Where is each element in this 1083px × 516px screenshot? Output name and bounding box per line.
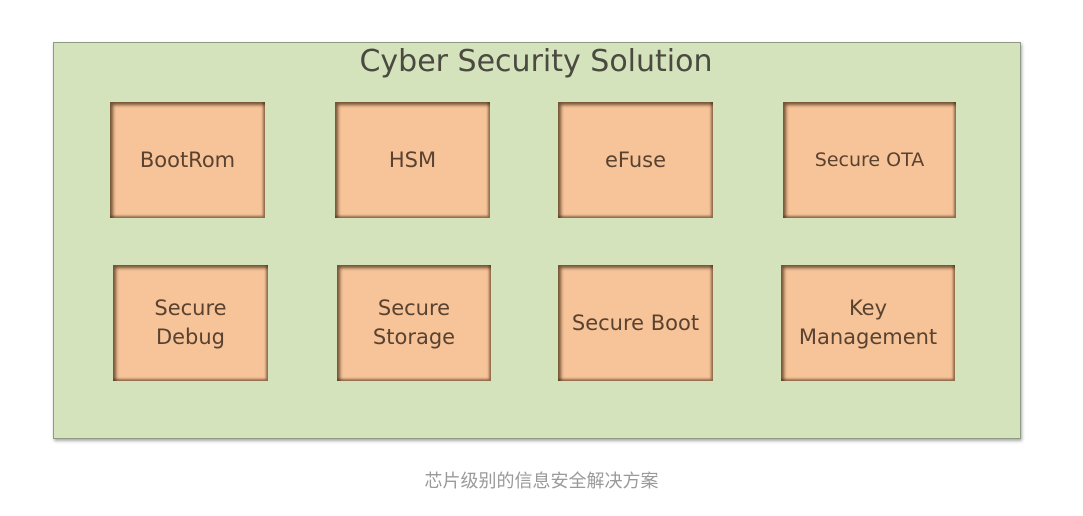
diagram-title: Cyber Security Solution <box>359 44 713 79</box>
box-efuse: eFuse <box>558 102 713 218</box>
box-secure-storage: Secure Storage <box>337 265 491 381</box>
box-key-management: Key Management <box>781 265 955 381</box>
figure-caption: 芯片级别的信息安全解决方案 <box>424 471 659 492</box>
box-bootrom: BootRom <box>110 102 265 218</box>
box-hsm: HSM <box>335 102 490 218</box>
box-secure-debug: Secure Debug <box>113 265 268 381</box>
box-secure-ota: Secure OTA <box>783 102 956 218</box>
box-secure-boot: Secure Boot <box>558 265 713 381</box>
